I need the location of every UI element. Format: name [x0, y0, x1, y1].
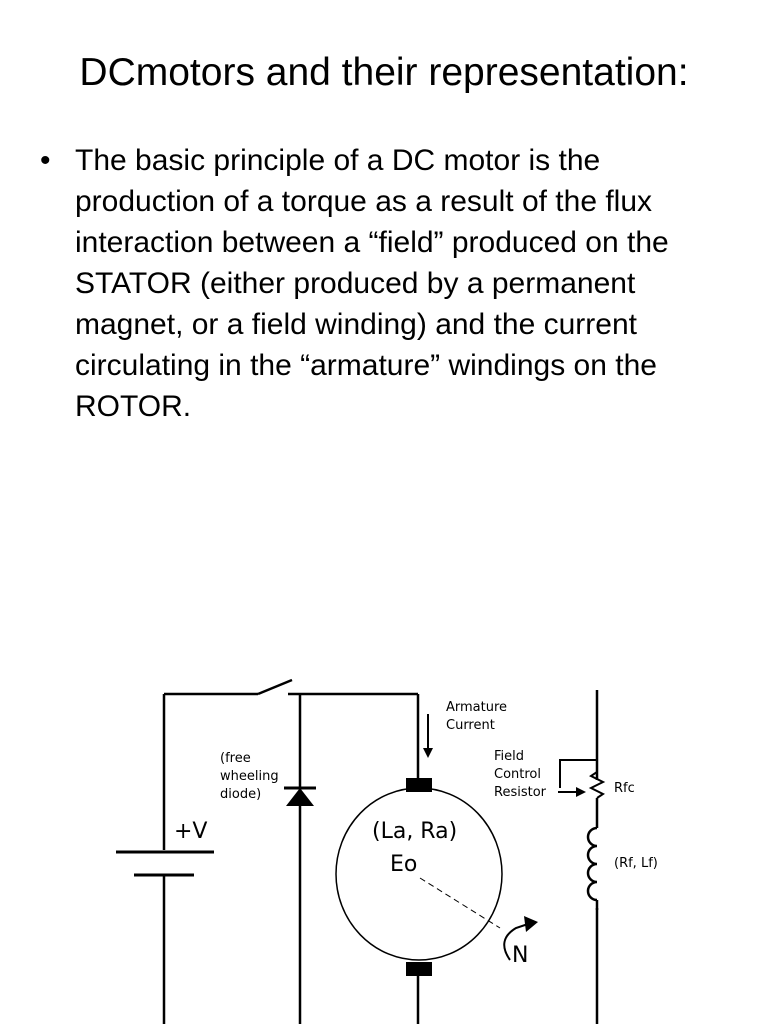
diode-label-line2: wheeling	[220, 769, 279, 784]
rotation-arrow-icon	[503, 916, 538, 961]
dc-motor-circuit-diagram: +V (free wheeling diode) Armature Curren…	[116, 678, 658, 1024]
slide-title: DCmotors and their representation:	[79, 51, 689, 94]
bullet-list: • The basic principle of a DC motor is t…	[40, 140, 740, 427]
field-resistor-label-line1: Field	[494, 749, 524, 764]
field-winding-inductor-symbol	[586, 798, 599, 910]
speed-label: N	[512, 943, 528, 968]
circuit-wires	[162, 678, 599, 1024]
bullet-text: The basic principle of a DC motor is the…	[75, 144, 669, 423]
armature-label-line1: Armature	[446, 700, 507, 715]
motor-params-label: (La, Ra)	[372, 819, 457, 844]
battery-symbol	[116, 850, 214, 877]
field-winding-label: (Rf, Lf)	[614, 856, 658, 871]
motor-emf-label: Eo	[390, 852, 417, 877]
field-control-resistor-symbol	[558, 759, 606, 799]
diode-label-line3: diode)	[220, 787, 261, 802]
freewheeling-diode-symbol	[284, 786, 316, 806]
rfc-label: Rfc	[614, 781, 635, 796]
bullet-marker: •	[40, 144, 51, 177]
motor-symbol	[335, 778, 503, 976]
bullet-item: • The basic principle of a DC motor is t…	[40, 140, 740, 427]
voltage-label: +V	[174, 819, 207, 844]
field-resistor-label-line3: Resistor	[494, 785, 547, 800]
armature-label-line2: Current	[446, 718, 495, 733]
field-resistor-label-line2: Control	[494, 767, 541, 782]
diode-label-line1: (free	[220, 751, 251, 766]
